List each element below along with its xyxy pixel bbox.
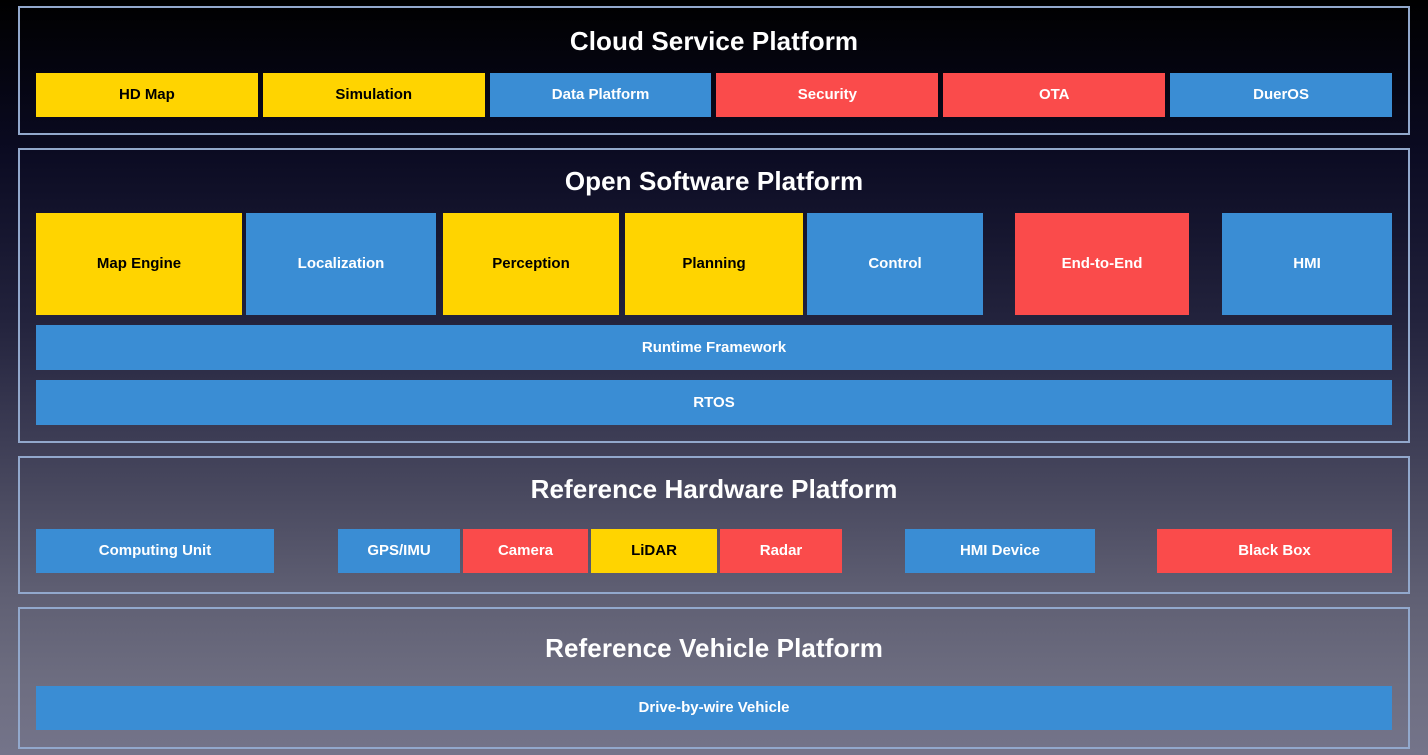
rtos-row: RTOS — [20, 380, 1408, 425]
hardware-box-lidar[interactable]: LiDAR — [591, 529, 717, 573]
software-box-perception[interactable]: Perception — [443, 213, 619, 315]
hardware-box-radar[interactable]: Radar — [720, 529, 842, 573]
panel-reference-hardware-platform: Reference Hardware Platform Computing Un… — [18, 456, 1410, 594]
vehicle-box-drive-by-wire[interactable]: Drive-by-wire Vehicle — [36, 686, 1392, 730]
software-box-map-engine[interactable]: Map Engine — [36, 213, 242, 315]
software-bar-rtos[interactable]: RTOS — [36, 380, 1392, 425]
software-box-hmi[interactable]: HMI — [1222, 213, 1392, 315]
hardware-box-computing-unit[interactable]: Computing Unit — [36, 529, 274, 573]
cloud-box-dueros[interactable]: DuerOS — [1170, 73, 1392, 117]
software-box-control[interactable]: Control — [807, 213, 983, 315]
cloud-box-data-platform[interactable]: Data Platform — [489, 73, 712, 117]
hardware-box-black-box[interactable]: Black Box — [1157, 529, 1392, 573]
panel-cloud-service-platform: Cloud Service Platform HD Map Simulation… — [18, 6, 1410, 135]
hardware-component-row: Computing Unit GPS/IMU Camera LiDAR Rada… — [20, 529, 1408, 573]
software-platform-title: Open Software Platform — [564, 166, 864, 196]
hardware-box-camera[interactable]: Camera — [463, 529, 588, 573]
hardware-platform-title: Reference Hardware Platform — [530, 474, 898, 504]
cloud-box-security[interactable]: Security — [716, 73, 939, 117]
vehicle-component-row: Drive-by-wire Vehicle — [20, 686, 1408, 730]
software-box-localization[interactable]: Localization — [246, 213, 436, 315]
panel-open-software-platform: Open Software Platform Map Engine Locali… — [18, 148, 1410, 443]
hardware-box-gps-imu[interactable]: GPS/IMU — [338, 529, 460, 573]
software-box-end-to-end[interactable]: End-to-End — [1015, 213, 1189, 315]
architecture-stack: Cloud Service Platform HD Map Simulation… — [18, 6, 1410, 750]
hardware-box-hmi-device[interactable]: HMI Device — [905, 529, 1095, 573]
cloud-box-ota[interactable]: OTA — [943, 73, 1166, 117]
cloud-service-row: HD Map Simulation Data Platform Security… — [20, 73, 1408, 117]
cloud-box-hd-map[interactable]: HD Map — [36, 73, 258, 117]
software-box-planning[interactable]: Planning — [625, 213, 803, 315]
cloud-platform-title: Cloud Service Platform — [569, 26, 859, 56]
vehicle-platform-title: Reference Vehicle Platform — [545, 633, 883, 663]
panel-reference-vehicle-platform: Reference Vehicle Platform Drive-by-wire… — [18, 607, 1410, 749]
software-bar-runtime-framework[interactable]: Runtime Framework — [36, 325, 1392, 370]
cloud-box-simulation[interactable]: Simulation — [262, 73, 485, 117]
software-module-row: Map Engine Localization Perception Plann… — [20, 213, 1408, 315]
runtime-framework-row: Runtime Framework — [20, 325, 1408, 370]
